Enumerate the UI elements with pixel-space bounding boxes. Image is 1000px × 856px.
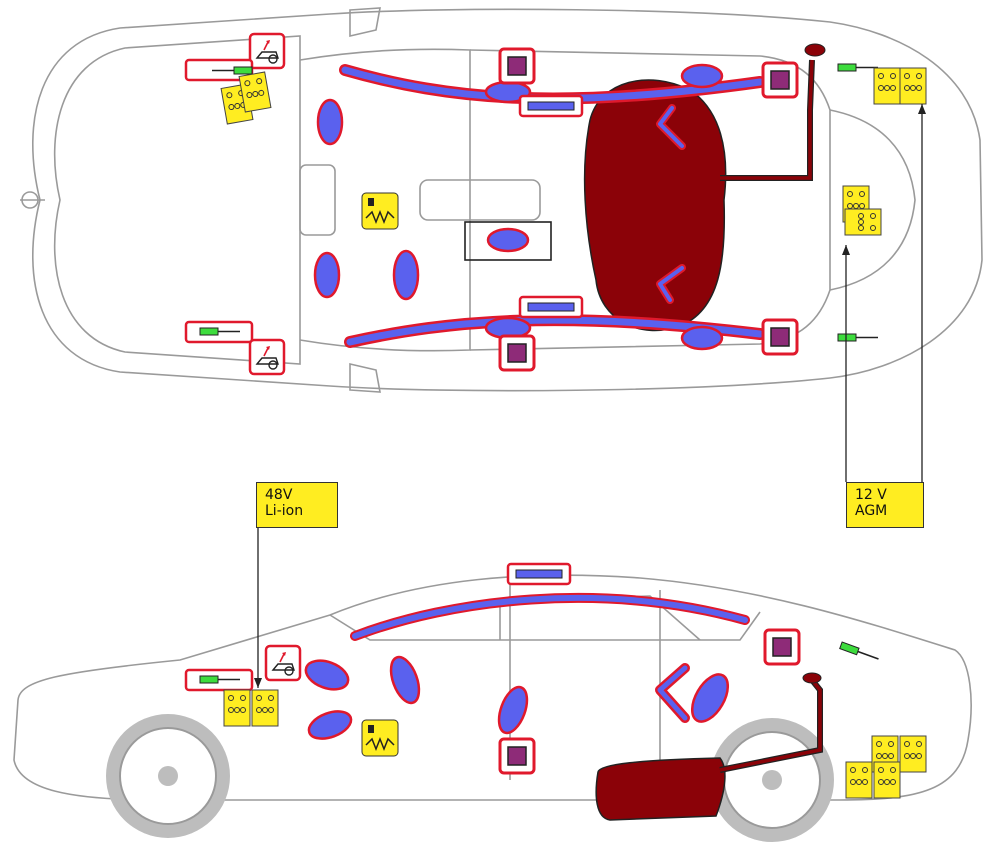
- airbag-icon: [392, 249, 420, 301]
- battery-12v-voltage: 12 V: [855, 487, 887, 503]
- battery-48v-label: 48V Li-ion: [256, 482, 338, 528]
- airbag-icon: [304, 659, 350, 691]
- gas-inflator-icon: [518, 295, 584, 319]
- airbag-icon: [680, 63, 724, 89]
- rear-wheel: [710, 718, 834, 842]
- fuel-cap-side: [802, 672, 822, 684]
- center-airbag-frame: [464, 221, 552, 261]
- seatbelt-tensioner-icon: [361, 192, 399, 230]
- gas-generator-icon: [498, 334, 536, 372]
- battery-12v-icon: [873, 761, 901, 799]
- battery-12v-icon: [873, 67, 901, 105]
- gas-generator-icon: [498, 737, 536, 775]
- airbag-icon: [313, 251, 341, 299]
- battery-48v-icon: [251, 689, 279, 727]
- battery-48v-icon: [223, 689, 251, 727]
- gas-generator-icon: [763, 628, 801, 666]
- battery-48v-icon: [238, 71, 272, 113]
- pyro-fuse-icon: [184, 320, 254, 344]
- battery-12v-type: AGM: [855, 503, 888, 519]
- airbag-icon: [316, 98, 344, 146]
- gas-inflator-icon: [506, 562, 572, 586]
- battery-48v-voltage: 48V: [265, 487, 293, 503]
- fuel-tank-top: [583, 79, 727, 332]
- airbag-icon: [389, 655, 421, 705]
- airbag-icon: [497, 685, 529, 735]
- airbag-icon: [680, 325, 724, 351]
- fuel-tank-side: [595, 757, 726, 821]
- battery-12v-icon: [899, 735, 927, 773]
- battery-12v-label: 12 V AGM: [846, 482, 924, 528]
- bonnet-actuator-icon: [248, 338, 286, 376]
- gas-generator-icon: [498, 47, 536, 85]
- airbag-icon: [486, 227, 530, 253]
- bonnet-actuator-icon: [264, 644, 302, 682]
- pyro-fuse-icon: [184, 58, 254, 82]
- battery-12v-icon: [899, 67, 927, 105]
- seatbelt-tensioner-icon: [361, 719, 399, 757]
- airbag-icon: [690, 673, 730, 723]
- leader-lines: [257, 104, 923, 688]
- fuel-cap-top: [804, 43, 826, 57]
- airbag-icon: [307, 710, 353, 740]
- battery-12v-icon: [845, 761, 873, 799]
- bonnet-actuator-icon: [248, 32, 286, 70]
- high-voltage-line-icon: [837, 333, 879, 342]
- high-voltage-line-icon: [838, 641, 881, 664]
- gas-inflator-icon: [518, 94, 584, 118]
- gas-generator-icon: [761, 318, 799, 356]
- front-wheel: [106, 714, 230, 838]
- pyro-fuse-icon: [184, 668, 254, 692]
- battery-48v-type: Li-ion: [265, 503, 304, 519]
- gas-generator-icon: [761, 61, 799, 99]
- high-voltage-line-icon: [837, 63, 879, 72]
- battery-12v-icon: [844, 208, 882, 236]
